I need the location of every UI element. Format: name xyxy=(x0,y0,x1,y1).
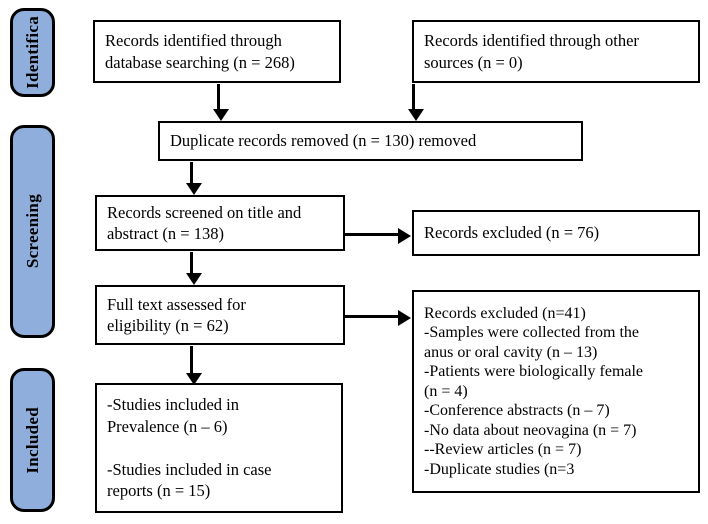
arrow-fulltext-to-excluded xyxy=(345,309,411,326)
box-fulltext-assessed-text: Full text assessed for eligibility (n = … xyxy=(107,294,246,335)
box-studies-included-text: -Studies included in Prevalence (n – 6) … xyxy=(107,395,272,501)
box-records-excluded-screening-text: Records excluded (n = 76) xyxy=(424,223,600,243)
stage-label-screening: Screening xyxy=(23,194,42,269)
stage-label-identification: Identifica xyxy=(23,16,42,89)
box-records-identified-database: Records identified through database sear… xyxy=(93,20,341,83)
box-duplicate-records-removed: Duplicate records removed (n = 130) remo… xyxy=(158,121,583,161)
stage-label-included: Included xyxy=(23,406,42,474)
box-records-identified-other: Records identified through other sources… xyxy=(412,20,700,83)
box-records-screened-text: Records screened on title and abstract (… xyxy=(107,202,302,243)
arrow-other-to-duplicates xyxy=(408,84,424,121)
arrow-screened-to-fulltext xyxy=(186,252,202,285)
arrow-duplicates-to-screened xyxy=(186,162,202,195)
stage-pill-screening: Screening xyxy=(10,125,55,338)
box-records-screened: Records screened on title and abstract (… xyxy=(95,195,345,251)
box-records-excluded-fulltext-text: Records excluded (n=41) -Samples were co… xyxy=(424,304,644,478)
box-fulltext-assessed: Full text assessed for eligibility (n = … xyxy=(95,285,345,345)
stage-pill-included: Included xyxy=(10,368,55,512)
box-studies-included: -Studies included in Prevalence (n – 6) … xyxy=(95,383,343,513)
arrow-database-to-duplicates xyxy=(213,84,229,121)
arrow-screened-to-excluded xyxy=(345,227,411,244)
stage-pill-identification: Identifica xyxy=(10,8,55,97)
box-records-excluded-fulltext: Records excluded (n=41) -Samples were co… xyxy=(412,290,700,493)
arrow-fulltext-to-included xyxy=(186,346,202,385)
box-records-excluded-screening: Records excluded (n = 76) xyxy=(412,210,700,256)
box-records-identified-database-text: Records identified through database sear… xyxy=(105,31,295,72)
box-duplicate-records-removed-text: Duplicate records removed (n = 130) remo… xyxy=(170,131,477,151)
box-records-identified-other-text: Records identified through other sources… xyxy=(424,31,639,72)
